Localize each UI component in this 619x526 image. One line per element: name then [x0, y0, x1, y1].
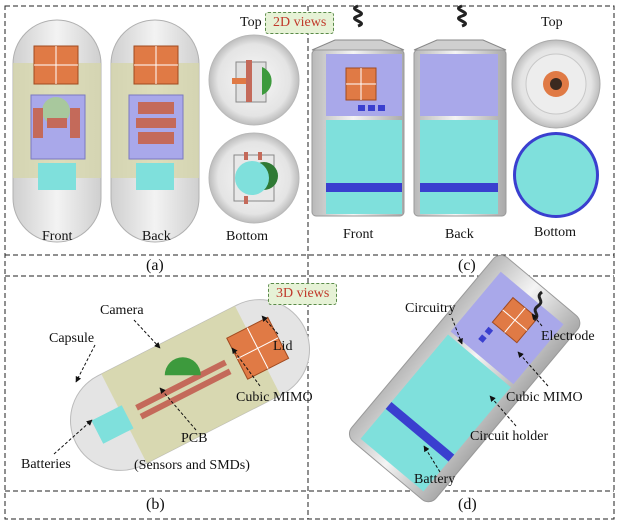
panel-a-drawing	[12, 19, 300, 243]
capsule-back-view	[110, 19, 200, 243]
label-pcb: PCB	[181, 431, 208, 446]
label-c-front: Front	[343, 227, 374, 242]
label-a-back: Back	[142, 229, 171, 244]
label-circuitry: Circuitry	[405, 301, 456, 316]
label-c-bottom: Bottom	[534, 225, 577, 240]
cylinder-bottom-view	[513, 132, 599, 218]
cylinder-top-view	[511, 39, 601, 129]
panel-label-c: (c)	[458, 257, 476, 274]
label-camera: Camera	[100, 303, 144, 318]
capsule-front-view	[12, 19, 102, 243]
panel-c-drawing	[311, 4, 601, 218]
label-a-front: Front	[42, 229, 73, 244]
capsule-bottom-view	[208, 132, 300, 224]
label-battery: Battery	[414, 472, 456, 487]
panel-d-drawing	[348, 254, 581, 503]
panel-label-a: (a)	[146, 257, 164, 274]
cylinder-back-view	[413, 4, 507, 217]
capsule-top-view	[208, 34, 300, 126]
panel-label-d: (d)	[458, 496, 477, 513]
label-batteries: Batteries	[21, 457, 71, 472]
label-cubic-mimo-d: Cubic MIMO	[506, 390, 583, 405]
badge-3d-views: 3D views	[268, 283, 338, 305]
label-a-top: Top	[240, 15, 262, 30]
cylinder-front-view	[311, 4, 405, 217]
label-circuit-holder: Circuit holder	[470, 429, 549, 444]
label-capsule: Capsule	[49, 331, 95, 346]
label-a-bottom: Bottom	[226, 229, 269, 244]
panel-b-drawing	[70, 299, 310, 471]
label-electrode: Electrode	[541, 329, 595, 344]
label-c-back: Back	[445, 227, 474, 242]
label-cubic-mimo-b: Cubic MIMO	[236, 390, 313, 405]
badge-2d-views: 2D views	[265, 12, 335, 34]
label-lid: Lid	[273, 339, 293, 354]
label-c-top: Top	[541, 15, 563, 30]
label-pcb-sub: (Sensors and SMDs)	[134, 458, 250, 473]
panel-label-b: (b)	[146, 496, 165, 513]
annotation-arrows	[53, 313, 549, 473]
